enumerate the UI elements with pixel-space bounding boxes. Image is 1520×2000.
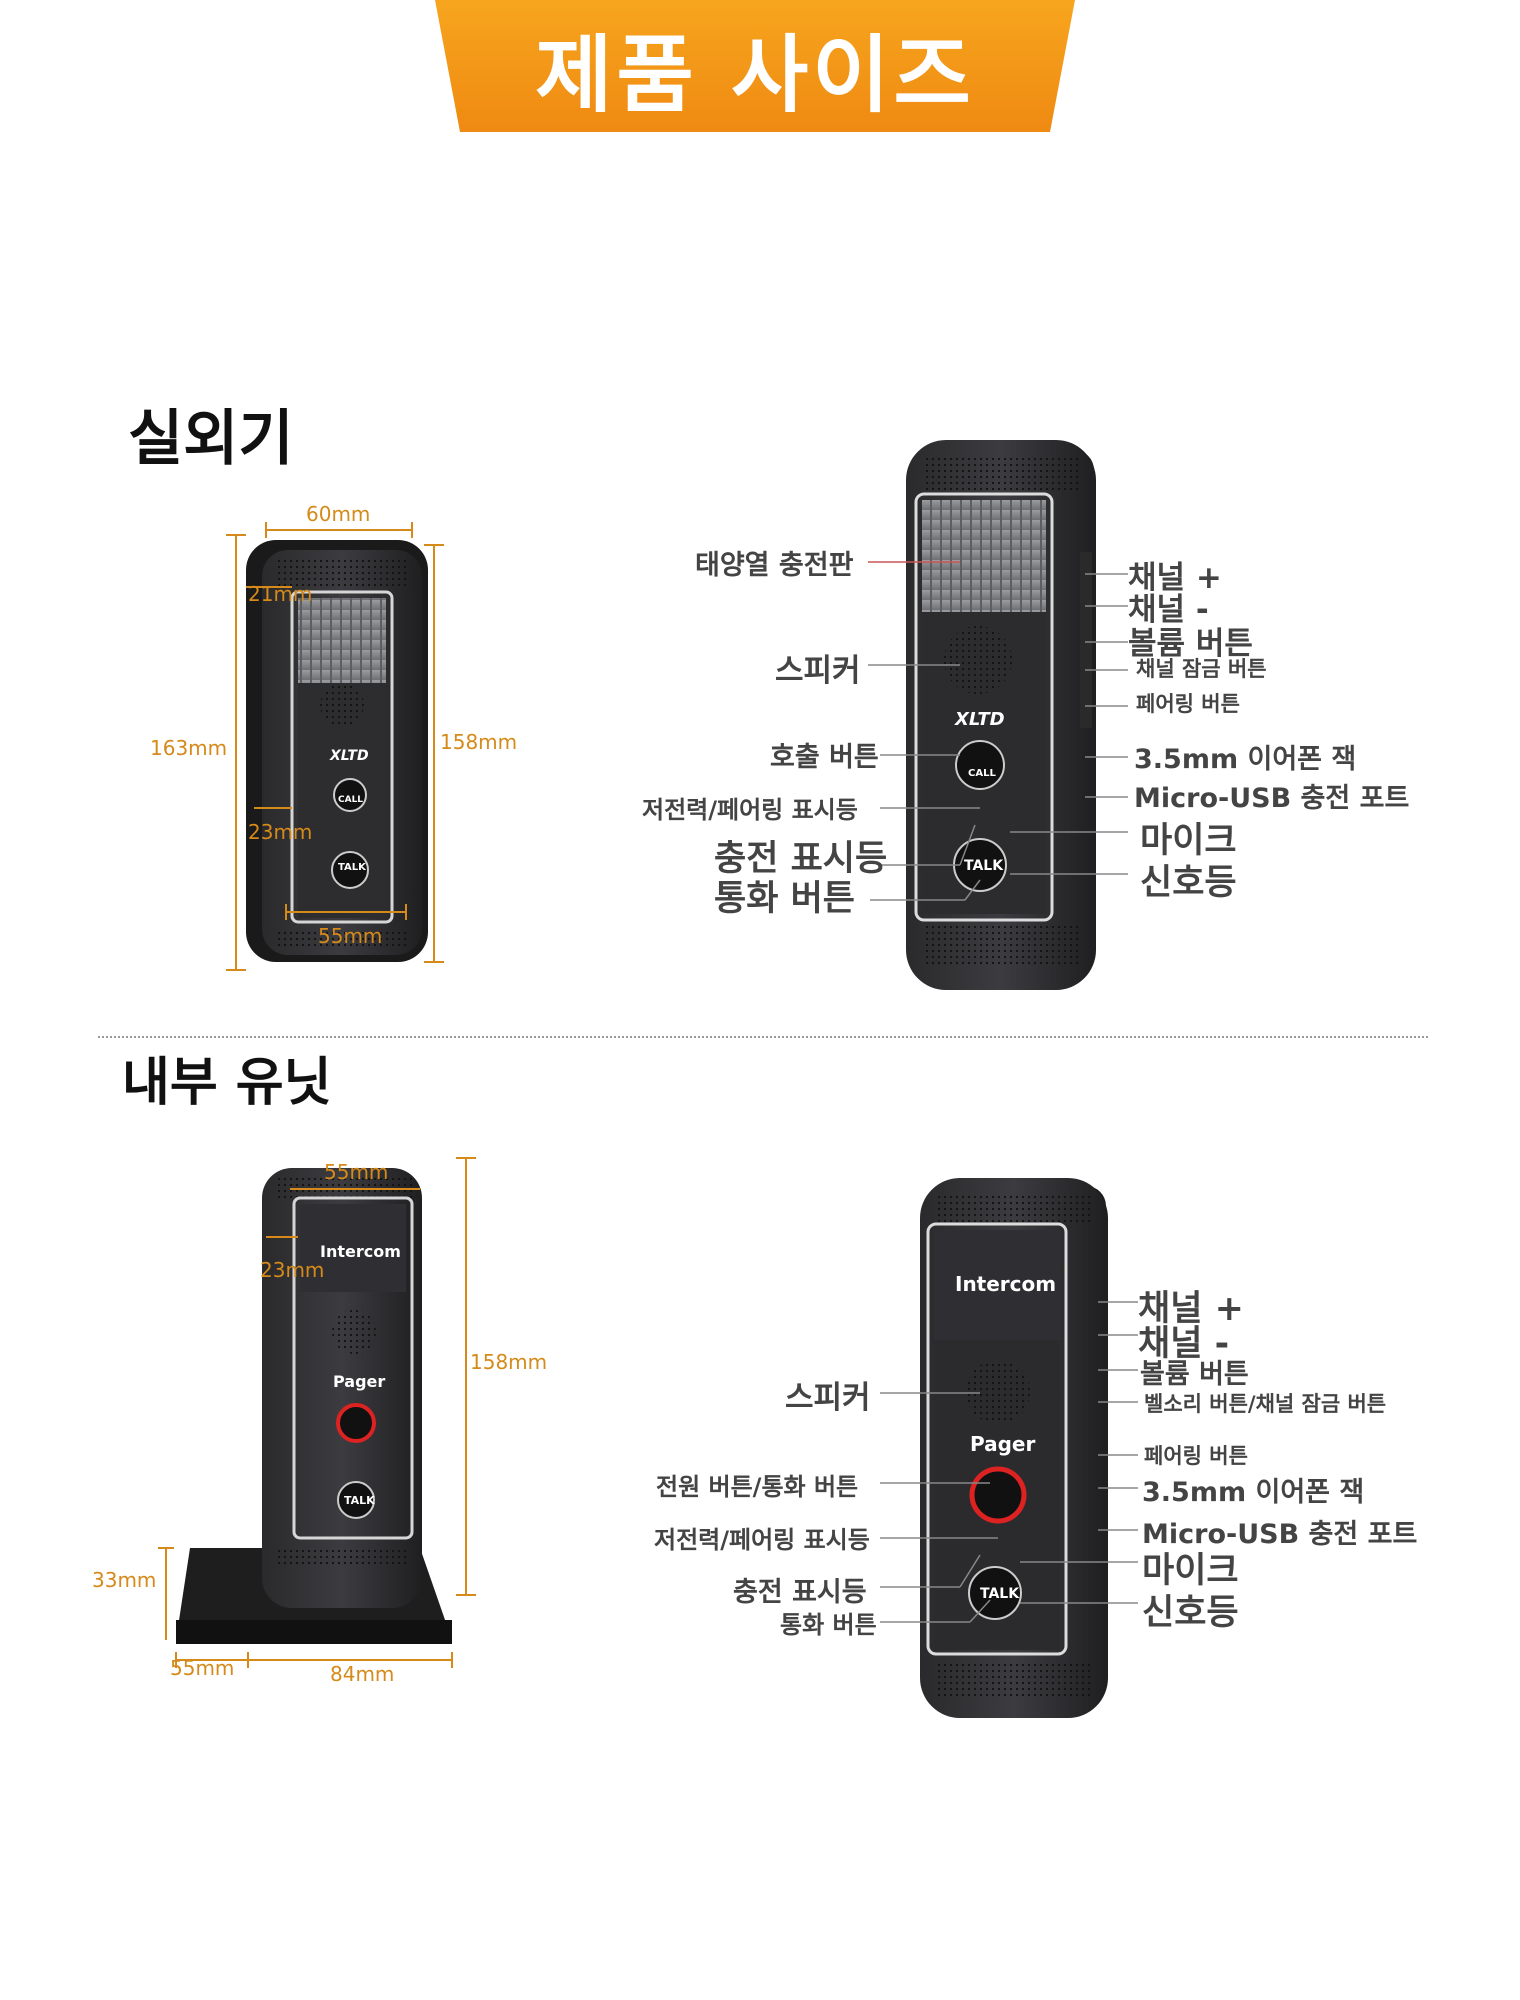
label-indoor-signal: 신호등 (1142, 1593, 1239, 1633)
label-indoor-mic: 마이크 (1142, 1551, 1239, 1591)
outdoor-large-brand: XLTD (955, 709, 1005, 730)
label-indoor-power-talk: 전원 버튼/통화 버튼 (656, 1473, 859, 1501)
indoor-large-talk: TALK (980, 1586, 1020, 1602)
label-low-power-led: 저전력/페어링 표시등 (642, 796, 858, 824)
outdoor-small-call: CALL (338, 795, 364, 805)
label-indoor-pairing: 페어링 버튼 (1144, 1444, 1248, 1468)
label-speaker: 스피커 (775, 653, 861, 689)
outdoor-callout-lines (868, 561, 1128, 901)
section-divider (98, 1036, 1428, 1038)
label-indoor-channel-down: 채널 - (1138, 1324, 1230, 1364)
dim-indoor-base-height: 33mm (92, 1568, 157, 1592)
banner-shape (435, 0, 1075, 132)
indoor-small-brand: Intercom (320, 1242, 401, 1261)
dim-indoor-inner: 23mm (260, 1258, 325, 1282)
label-indoor-channel-up: 채널 + (1138, 1289, 1244, 1329)
outdoor-large-talk: TALK (964, 858, 1004, 874)
label-call-button: 호출 버튼 (770, 742, 879, 773)
outdoor-large-call: CALL (968, 768, 996, 779)
dim-indoor-height: 158mm (470, 1350, 548, 1374)
title-banner: 제품 사이즈 (435, 0, 1075, 132)
indoor-unit-small (176, 1168, 452, 1644)
label-signal-led: 신호등 (1140, 863, 1237, 903)
label-indoor-volume: 볼륨 버튼 (1140, 1359, 1249, 1390)
indoor-small-pager: Pager (333, 1372, 386, 1391)
label-channel-down: 채널 - (1128, 592, 1209, 628)
label-indoor-low-power: 저전력/페어링 표시등 (654, 1526, 870, 1554)
indoor-small-talk: TALK (344, 1494, 375, 1507)
dim-indoor-base-width: 84mm (330, 1662, 395, 1686)
indoor-large-brand: Intercom (955, 1272, 1057, 1296)
outdoor-unit-large (906, 440, 1096, 990)
label-talk-button: 통화 버튼 (714, 879, 855, 919)
label-volume-button: 볼륨 버튼 (1128, 626, 1253, 662)
outdoor-small-talk: TALK (338, 862, 366, 873)
dim-outdoor-width-top: 60mm (306, 502, 371, 526)
indoor-dimension-lines (158, 1157, 476, 1668)
page-title: 제품 사이즈 (535, 26, 975, 124)
label-charge-led: 충전 표시등 (714, 839, 888, 879)
dim-indoor-base-left: 55mm (170, 1656, 235, 1680)
label-solar-panel: 태양열 충전판 (695, 550, 854, 581)
label-channel-lock: 채널 잠금 버튼 (1136, 657, 1267, 681)
label-mic: 마이크 (1140, 821, 1237, 861)
indoor-large-pager: Pager (970, 1432, 1036, 1456)
label-indoor-earphone: 3.5mm 이어폰 잭 (1142, 1477, 1365, 1508)
dim-outdoor-height-left: 163mm (150, 736, 228, 760)
label-channel-up: 채널 + (1128, 560, 1222, 596)
dim-indoor-top: 55mm (324, 1160, 389, 1184)
outdoor-unit-small (246, 540, 428, 962)
dim-outdoor-inner-top: 21mm (248, 582, 313, 606)
dim-outdoor-bottom: 55mm (318, 924, 383, 948)
label-pairing-button: 페어링 버튼 (1136, 692, 1240, 716)
label-indoor-bell-lock: 벨소리 버튼/채널 잠금 버튼 (1144, 1392, 1387, 1416)
indoor-callout-lines (880, 1301, 1138, 1623)
label-indoor-speaker: 스피커 (785, 1380, 871, 1416)
outdoor-dimension-lines (226, 522, 444, 971)
outdoor-small-brand: XLTD (330, 748, 369, 764)
label-indoor-talk-button: 통화 버튼 (780, 1611, 877, 1639)
label-indoor-charge-led: 충전 표시등 (733, 1577, 867, 1608)
label-usb-port: Micro-USB 충전 포트 (1134, 783, 1410, 814)
dim-outdoor-inner-mid: 23mm (248, 820, 313, 844)
section-title-outdoor: 실외기 (128, 404, 294, 474)
section-title-indoor: 내부 유닛 (122, 1053, 332, 1113)
indoor-unit-large (920, 1178, 1108, 1718)
label-earphone-jack: 3.5mm 이어폰 잭 (1134, 744, 1357, 775)
dim-outdoor-height-right: 158mm (440, 730, 518, 754)
label-indoor-usb: Micro-USB 충전 포트 (1142, 1519, 1418, 1550)
